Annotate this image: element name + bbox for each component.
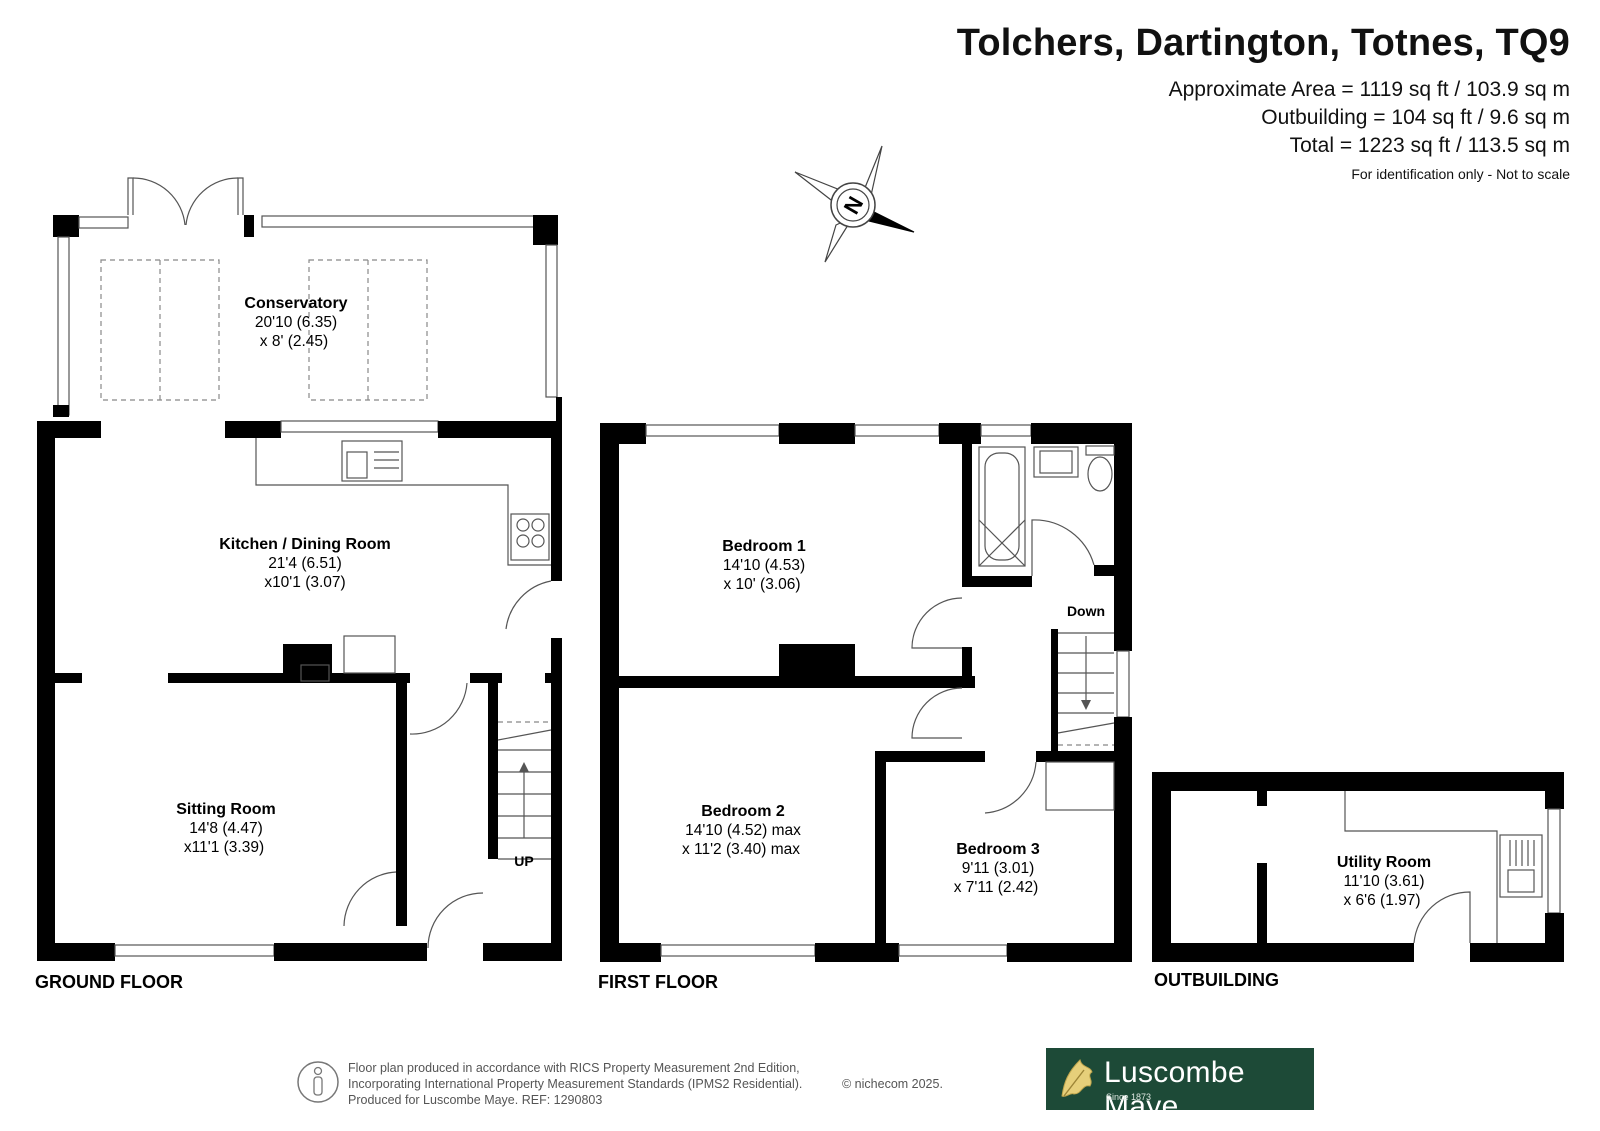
approximate-area: Approximate Area = 1119 sq ft / 103.9 sq…	[1168, 78, 1570, 101]
ground-floor-plan	[37, 177, 562, 961]
footer-line: Produced for Luscombe Maye. REF: 1290803	[348, 1093, 603, 1107]
room-bedroom-1: Bedroom 1 14'10 (4.53) x 10' (3.06)	[722, 538, 806, 593]
room-dimension: 14'10 (4.52) max	[685, 822, 801, 839]
footer-line: Floor plan produced in accordance with R…	[348, 1061, 800, 1075]
room-utility: Utility Room 11'10 (3.61) x 6'6 (1.97)	[1337, 854, 1431, 909]
room-dimension: x 8' (2.45)	[260, 333, 328, 350]
room-name: Sitting Room	[176, 801, 276, 818]
footer-notes: Floor plan produced in accordance with R…	[348, 1060, 943, 1108]
room-bedroom-2: Bedroom 2 14'10 (4.52) max x 11'2 (3.40)…	[682, 803, 801, 858]
room-name: Bedroom 3	[956, 841, 1040, 858]
room-dimension: 14'8 (4.47)	[189, 820, 263, 837]
stairs-up-label: UP	[514, 853, 533, 869]
stairs-down-label: Down	[1067, 603, 1105, 619]
room-name: Bedroom 2	[701, 803, 785, 820]
luscombe-maye-logo: Luscombe Maye Since 1873	[1046, 1048, 1314, 1123]
first-floor-plan	[600, 423, 1132, 962]
logo-since: Since 1873	[1106, 1092, 1152, 1102]
outbuilding-label: OUTBUILDING	[1154, 970, 1279, 990]
room-name: Utility Room	[1337, 854, 1431, 871]
room-dimension: x11'1 (3.39)	[184, 839, 264, 856]
room-dimension: 11'10 (3.61)	[1343, 873, 1424, 890]
ipms-person-icon	[297, 1061, 339, 1103]
footer-line: Incorporating International Property Mea…	[348, 1077, 803, 1091]
room-dimension: x10'1 (3.07)	[264, 574, 345, 591]
copyright-text: © nichecom 2025.	[842, 1077, 943, 1091]
identification-note: For identification only - Not to scale	[1351, 166, 1570, 182]
room-dimension: 20'10 (6.35)	[255, 314, 337, 331]
room-name: Bedroom 1	[722, 538, 806, 555]
logo-brand: Luscombe Maye	[1104, 1056, 1245, 1123]
room-name: Kitchen / Dining Room	[219, 536, 391, 553]
outbuilding-area: Outbuilding = 104 sq ft / 9.6 sq m	[1261, 106, 1570, 129]
room-bedroom-3: Bedroom 3 9'11 (3.01) x 7'11 (2.42)	[954, 841, 1040, 896]
room-dimension: x 7'11 (2.42)	[954, 879, 1039, 896]
room-dimension: 9'11 (3.01)	[962, 860, 1034, 877]
room-dimension: 21'4 (6.51)	[268, 555, 342, 572]
first-floor-label: FIRST FLOOR	[598, 972, 718, 992]
compass-rose-icon: N	[794, 145, 915, 263]
room-conservatory: Conservatory 20'10 (6.35) x 8' (2.45)	[244, 295, 347, 350]
total-area: Total = 1223 sq ft / 113.5 sq m	[1289, 134, 1570, 157]
room-kitchen-dining: Kitchen / Dining Room 21'4 (6.51) x10'1 …	[219, 536, 391, 591]
room-dimension: x 10' (3.06)	[723, 576, 800, 593]
room-dimension: x 6'6 (1.97)	[1343, 892, 1420, 909]
room-sitting: Sitting Room 14'8 (4.47) x11'1 (3.39)	[176, 801, 276, 856]
room-dimension: x 11'2 (3.40) max	[682, 841, 800, 858]
room-dimension: 14'10 (4.53)	[723, 557, 805, 574]
outbuilding-plan	[1152, 772, 1564, 962]
room-name: Conservatory	[244, 295, 347, 312]
property-title: Tolchers, Dartington, Totnes, TQ9	[956, 22, 1570, 64]
oak-leaf-icon	[1061, 1059, 1093, 1097]
ground-floor-label: GROUND FLOOR	[35, 972, 183, 992]
